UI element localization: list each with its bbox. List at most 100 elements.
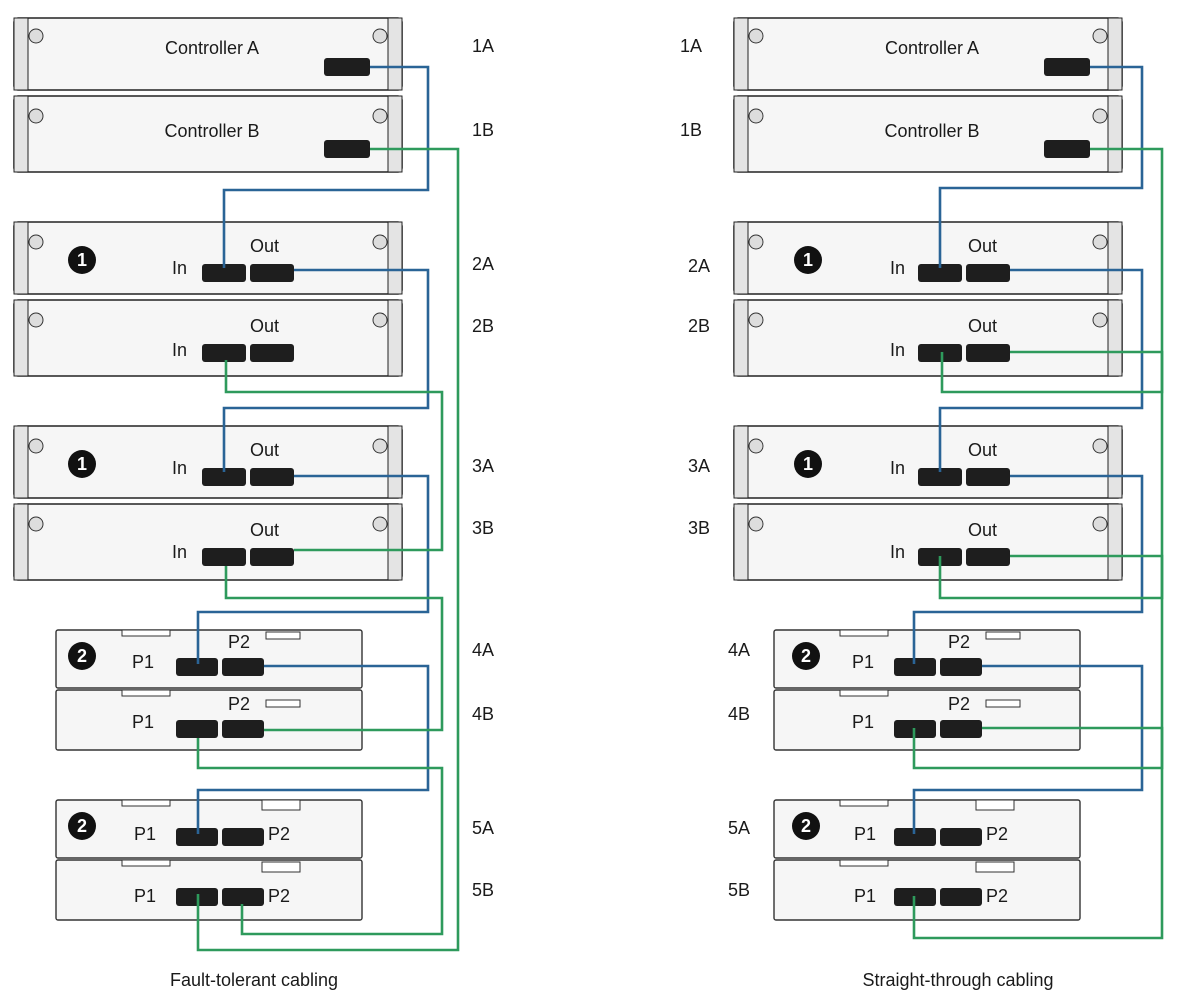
enclosure-2a: 1 In Out [733, 221, 1123, 295]
p2-label: P2 [948, 632, 970, 652]
p1-port [894, 658, 936, 676]
p2-label: P2 [986, 886, 1008, 906]
in-label: In [890, 258, 905, 278]
callout-1-icon [794, 450, 822, 478]
row-label: 2A [472, 254, 494, 274]
out-port [966, 264, 1010, 282]
row-label: 1B [680, 120, 702, 140]
p1-port [176, 658, 218, 676]
row-label: 3A [472, 456, 494, 476]
thumbscrew-icon [28, 28, 44, 44]
p2-port [940, 828, 982, 846]
enclosure-4b: P1 P2 [55, 689, 363, 751]
thumbscrew-icon [1092, 108, 1108, 124]
host-port [1044, 140, 1090, 158]
enclosure-2b: In Out [13, 299, 403, 377]
in-port [918, 264, 962, 282]
p2-label: P2 [268, 886, 290, 906]
out-label: Out [250, 440, 279, 460]
row-label: 5A [472, 818, 494, 838]
p1-label: P1 [854, 886, 876, 906]
thumbscrew-icon [28, 516, 44, 532]
in-port [918, 468, 962, 486]
row-label: 2B [688, 316, 710, 336]
callout-2-label: 2 [801, 816, 811, 836]
thumbscrew-icon [372, 438, 388, 454]
p1-port [176, 720, 218, 738]
controller-a-enclosure: Controller A [733, 17, 1123, 91]
out-port [966, 548, 1010, 566]
p1-label: P1 [854, 824, 876, 844]
p2-label: P2 [948, 694, 970, 714]
p2-port [222, 720, 264, 738]
row-label: 5A [728, 818, 750, 838]
out-port [250, 468, 294, 486]
in-port [202, 264, 246, 282]
blue-cables-left [196, 65, 430, 834]
enclosure-5a: 2 P1 P2 [55, 799, 363, 859]
p2-port [222, 828, 264, 846]
callout-2-icon [792, 812, 820, 840]
callout-1-label: 1 [77, 454, 87, 474]
in-label: In [172, 542, 187, 562]
diagram-caption: Straight-through cabling [862, 970, 1053, 990]
in-port [202, 468, 246, 486]
p2-port [940, 658, 982, 676]
thumbscrew-icon [372, 234, 388, 250]
in-label: In [172, 340, 187, 360]
thumbscrew-icon [372, 312, 388, 328]
in-port [202, 548, 246, 566]
thumbscrew-icon [748, 312, 764, 328]
green-cables-left [196, 147, 460, 952]
out-port [966, 344, 1010, 362]
in-label: In [890, 458, 905, 478]
callout-2-label: 2 [77, 816, 87, 836]
in-port [918, 344, 962, 362]
callout-2-label: 2 [801, 646, 811, 666]
p1-label: P1 [132, 652, 154, 672]
enclosure-4a: 2 P1 P2 [773, 629, 1081, 689]
out-label: Out [968, 316, 997, 336]
enclosure-2a: 1 In Out [13, 221, 403, 295]
row-label: 5B [728, 880, 750, 900]
fault-tolerant-diagram: Controller A Controller B 1 In Out [13, 17, 494, 990]
p1-label: P1 [852, 712, 874, 732]
row-label: 2A [688, 256, 710, 276]
in-label: In [172, 458, 187, 478]
thumbscrew-icon [372, 28, 388, 44]
out-label: Out [250, 236, 279, 256]
enclosure-5b: P1 P2 [773, 859, 1081, 921]
row-labels-left: 1A 1B 2A 2B 3A 3B 4A 4B 5A 5B [472, 36, 494, 900]
host-port [324, 140, 370, 158]
p2-label: P2 [986, 824, 1008, 844]
callout-1-label: 1 [803, 250, 813, 270]
p1-label: P1 [134, 886, 156, 906]
thumbscrew-icon [748, 28, 764, 44]
enclosure-3a: 1 In Out [13, 425, 403, 499]
out-port [250, 344, 294, 362]
row-label: 4B [728, 704, 750, 724]
callout-2-icon [792, 642, 820, 670]
callout-2-label: 2 [77, 646, 87, 666]
p1-port [894, 828, 936, 846]
straight-through-diagram: Controller A Controller B 1 In Out [680, 17, 1164, 990]
row-label: 5B [472, 880, 494, 900]
in-label: In [172, 258, 187, 278]
out-label: Out [250, 316, 279, 336]
enclosure-2b: In Out [733, 299, 1123, 377]
thumbscrew-icon [28, 312, 44, 328]
callout-1-label: 1 [803, 454, 813, 474]
p2-port [222, 658, 264, 676]
out-port [250, 548, 294, 566]
thumbscrew-icon [372, 108, 388, 124]
thumbscrew-icon [748, 516, 764, 532]
controller-b-enclosure: Controller B [733, 95, 1123, 173]
enclosure-5b: P1 P2 [55, 859, 363, 921]
thumbscrew-icon [372, 516, 388, 532]
out-port [250, 264, 294, 282]
thumbscrew-icon [748, 108, 764, 124]
out-label: Out [250, 520, 279, 540]
enclosure-5a: 2 P1 P2 [773, 799, 1081, 859]
thumbscrew-icon [28, 108, 44, 124]
thumbscrew-icon [1092, 234, 1108, 250]
